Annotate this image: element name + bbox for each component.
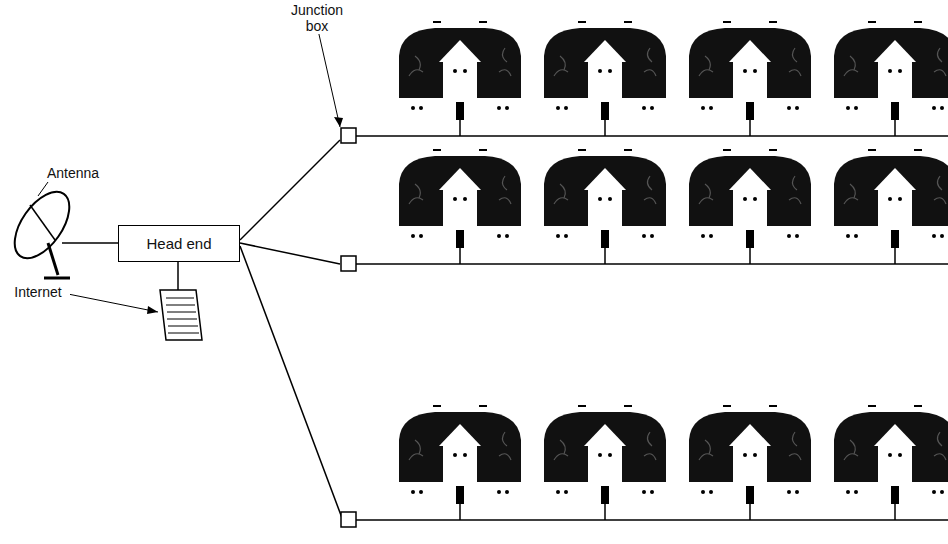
- antenna-dish: [4, 182, 80, 278]
- antenna-label: Antenna: [36, 165, 110, 181]
- box-label: Head end: [146, 235, 211, 252]
- internet-server: [160, 290, 202, 340]
- junction-boxes: [341, 128, 356, 527]
- houses: [399, 22, 948, 520]
- junction-box-label: Junction box: [280, 2, 354, 34]
- process-box: Head end: [118, 225, 240, 262]
- internet-label: Internet: [6, 284, 70, 300]
